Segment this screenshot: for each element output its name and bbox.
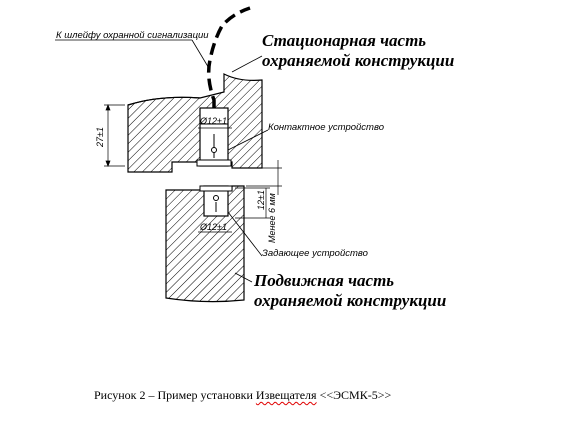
dimension-lines (104, 104, 282, 233)
stationary-label-line1: Стационарная часть (262, 31, 427, 50)
caption-prefix: Рисунок 2 – Пример установки (94, 388, 253, 402)
figure-caption: Рисунок 2 – Пример установки Извещателя … (94, 388, 391, 403)
contact-device-label: Контактное устройство (268, 122, 384, 133)
stationary-block (127, 73, 263, 173)
dim-diameter-top: Ø12±1 (200, 116, 227, 126)
dim-diameter-bottom: Ø12±1 (200, 222, 227, 232)
movable-label-line1: Подвижная часть (254, 271, 395, 290)
caption-suffix: <<ЭСМК-5>> (319, 388, 392, 402)
contact-device-body (196, 107, 232, 167)
setting-device-body (199, 185, 233, 217)
stationary-label-line2: охраняемой конструкции (262, 51, 455, 70)
dim-height-12: 12±1 (256, 190, 266, 210)
signal-cable (206, 6, 251, 108)
dim-height-27: 27±1 (95, 127, 105, 147)
caption-underlined-word: Извещателя (255, 388, 317, 402)
setting-device-label: Задающее устройство (262, 248, 368, 259)
movable-label-line2: охраняемой конструкции (254, 291, 447, 310)
leader-lines (55, 39, 269, 283)
dim-gap: Менее 6 мм (267, 193, 277, 243)
cable-label: К шлейфу охранной сигнализации (56, 30, 209, 41)
